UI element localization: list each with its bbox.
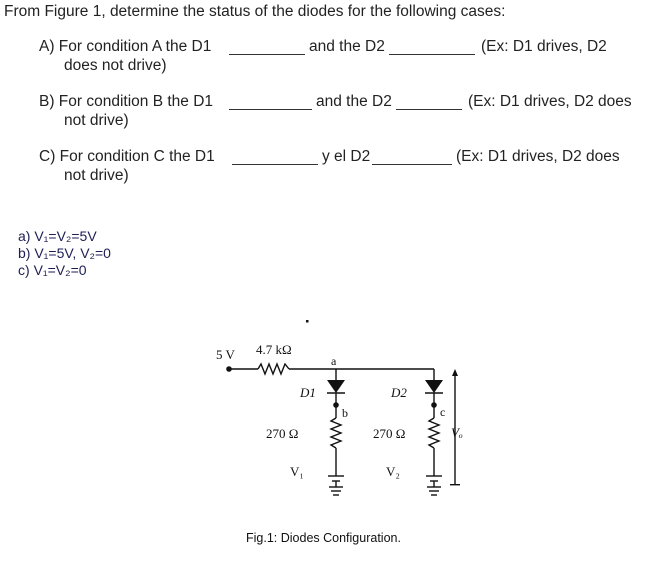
item-b-blank-d2[interactable] [396,109,462,110]
item-a-middle: and the D2 [309,38,385,55]
item-b-example: (Ex: D1 drives, D2 does [468,93,632,110]
resistor-1-label: 270 Ω [266,426,299,441]
question-intro: From Figure 1, determine the status of t… [4,3,506,20]
vo-label: Vₒ [451,425,463,440]
diode-2-triangle [425,380,443,393]
item-b-prefix: B) For condition B the D1 [39,93,214,110]
v1-label: V₁ [290,464,304,479]
item-c-middle: y el D2 [322,148,371,165]
condition-c-text: V₁=V₂=0 [33,262,87,278]
main-resistor-label: 4.7 kΩ [256,342,292,357]
item-c-blank-d1[interactable] [232,164,318,165]
source-label: 5 V [216,347,235,362]
input-terminal [226,366,232,372]
condition-a: a) V₁=V₂=5V [18,228,97,244]
node-a-label: a [331,354,337,368]
condition-a-text: V₁=V₂=5V [34,228,97,244]
item-a-blank-d1[interactable] [229,54,305,55]
node-b-dot [333,402,339,408]
resistor-2-symbol [427,417,441,449]
item-c-blank-d2[interactable] [372,164,452,165]
node-c-dot [431,402,437,408]
condition-b: b) V₁=5V, V₂=0 [18,245,111,261]
item-c-example: (Ex: D1 drives, D2 does [456,148,620,165]
figure-caption: Fig.1: Diodes Configuration. [246,531,401,545]
diode-1-triangle [327,380,345,393]
item-c-prefix: C) For condition C the D1 [39,148,215,165]
node-b-label: b [342,406,348,420]
condition-c: c) V₁=V₂=0 [18,262,87,278]
condition-b-letter: b) [18,245,31,261]
v2-label: V₂ [386,464,400,479]
condition-a-letter: a) [18,228,31,244]
diode-1-label: D1 [300,385,316,400]
node-c-label: c [440,405,446,419]
vo-bottom-tick [450,484,460,486]
item-a-blank-d2[interactable] [389,54,475,55]
top-mark-dot [306,320,309,323]
item-a-example: (Ex: D1 drives, D2 [481,38,607,55]
item-b-cont: not drive) [64,112,129,129]
condition-b-text: V₁=5V, V₂=0 [34,245,111,261]
item-c-cont: not drive) [64,167,129,184]
item-a-cont: does not drive) [64,57,167,74]
vo-arrow-head [452,369,458,376]
condition-c-letter: c) [18,262,30,278]
main-resistor-symbol [257,362,290,376]
item-b-blank-d1[interactable] [229,109,312,110]
resistor-1-symbol [329,417,343,449]
item-a-prefix: A) For condition A the D1 [39,38,212,55]
resistor-2-label: 270 Ω [373,426,406,441]
diode-2-label: D2 [391,385,407,400]
item-b-middle: and the D2 [316,93,392,110]
